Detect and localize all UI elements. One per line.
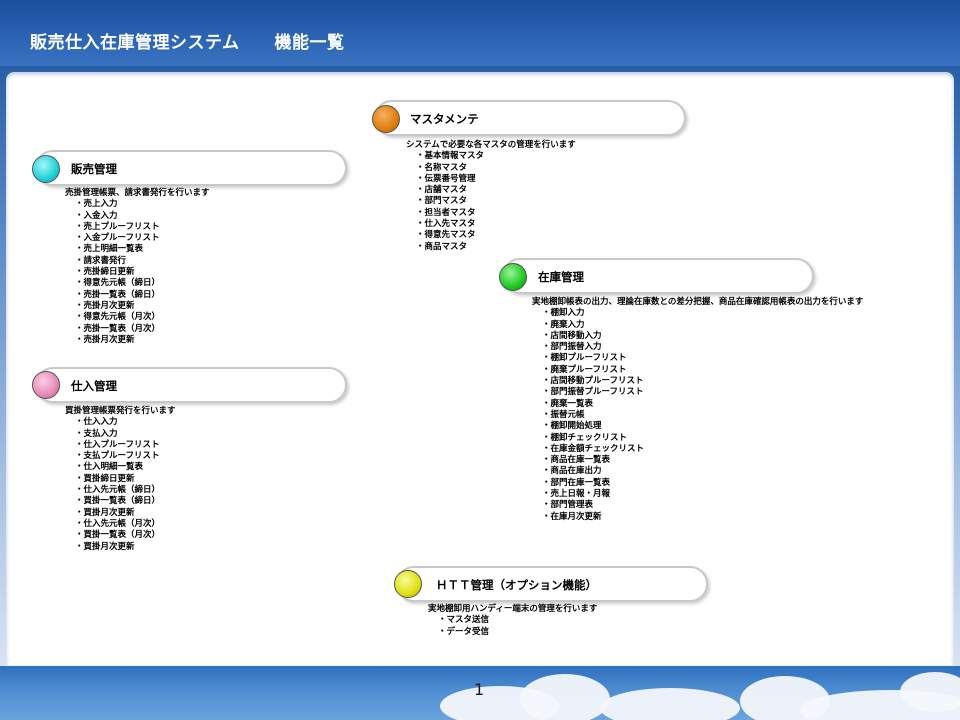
list-item: ・売上プルーフリスト: [75, 221, 160, 232]
list-item: ・店間移動プルーフリスト: [542, 376, 644, 387]
list-item: ・マスタ送信: [438, 615, 490, 626]
section-htt-title: ＨＴＴ管理（オプション機能）: [436, 578, 597, 592]
list-item: ・売掛月次更新: [75, 300, 135, 311]
list-item: ・商品マスタ: [416, 241, 468, 252]
list-item: ・仕入先元帳（月次）: [75, 518, 161, 529]
list-item: ・仕入入力: [75, 417, 118, 428]
list-item: ・仕入先マスタ: [416, 219, 476, 230]
section-shiire-title: 仕入管理: [71, 379, 117, 393]
shiire-circle-icon: [32, 371, 60, 399]
section-shiire-header: 仕入管理: [35, 367, 347, 403]
section-shiire-body: 買掛管理帳票発行を行います ・仕入入力 ・支払入力 ・仕入プルーフリスト ・支払…: [65, 406, 176, 553]
cloud-decoration: [900, 672, 960, 712]
list-item: ・入金プルーフリスト: [75, 233, 160, 244]
section-master-header: マスタメンテ: [374, 100, 686, 136]
section-master-title: マスタメンテ: [410, 112, 479, 126]
section-zaiko-header: 在庫管理: [502, 258, 814, 294]
list-item: ・振替元帳: [542, 409, 585, 420]
section-shiire-list: ・仕入入力 ・支払入力 ・仕入プルーフリスト ・支払プルーフリスト ・仕入明細一…: [65, 417, 176, 553]
list-item: ・買掛一覧表（締日）: [75, 496, 161, 507]
slide-title: 販売仕入在庫管理システム 機能一覧: [30, 33, 345, 53]
list-item: ・在庫月次更新: [542, 511, 602, 522]
list-item: ・担当者マスタ: [416, 207, 476, 218]
section-htt-header: ＨＴＴ管理（オプション機能）: [396, 566, 708, 602]
section-zaiko-body: 実地棚卸帳表の出力、理論在庫数との差分把握、商品在庫確認用帳表の出力を行います …: [532, 297, 863, 523]
section-hanbai-title: 販売管理: [71, 162, 117, 176]
list-item: ・売掛締日更新: [75, 267, 135, 278]
list-item: ・廃棄一覧表: [542, 398, 594, 409]
zaiko-circle-icon: [499, 263, 527, 291]
section-htt-list: ・マスタ送信 ・データ受信: [428, 615, 597, 638]
section-hanbai-list: ・売上入力 ・入金入力 ・売上プルーフリスト ・入金プルーフリスト ・売上明細一…: [65, 199, 210, 346]
list-item: ・棚卸チェックリスト: [542, 432, 628, 443]
list-item: ・入金入力: [75, 210, 118, 221]
list-item: ・得意先マスタ: [416, 230, 476, 241]
list-item: ・買掛月次更新: [75, 541, 135, 552]
list-item: ・仕入明細一覧表: [75, 462, 144, 473]
cloud-decoration: [600, 688, 740, 720]
list-item: ・在庫金額チェックリスト: [542, 443, 645, 454]
list-item: ・請求書発行: [75, 255, 127, 266]
section-zaiko-list: ・棚卸入力 ・廃棄入力 ・店間移動入力 ・部門振替入力 ・棚卸プルーフリスト ・…: [532, 308, 863, 523]
section-hanbai-description: 売掛管理帳票、請求書発行を行います: [65, 188, 210, 198]
list-item: ・売掛月次更新: [75, 334, 135, 345]
list-item: ・得意先元帳（月次）: [75, 312, 161, 323]
page-number: 1: [474, 680, 485, 699]
list-item: ・名称マスタ: [416, 162, 468, 173]
list-item: ・部門マスタ: [416, 196, 468, 207]
list-item: ・廃棄入力: [542, 319, 585, 330]
list-item: ・部門振替プルーフリスト: [542, 387, 644, 398]
section-master-list: ・基本情報マスタ ・名称マスタ ・伝票番号管理 ・店舗マスタ ・部門マスタ ・担…: [406, 151, 576, 253]
list-item: ・支払プルーフリスト: [75, 451, 160, 462]
list-item: ・買掛月次更新: [75, 507, 135, 518]
section-zaiko-title: 在庫管理: [538, 270, 584, 284]
cloud-decoration: [520, 674, 610, 720]
htt-circle-icon: [394, 570, 422, 598]
section-master-body: システムで必要な各マスタの管理を行います ・基本情報マスタ ・名称マスタ ・伝票…: [406, 140, 576, 253]
list-item: ・部門管理表: [542, 500, 594, 511]
list-item: ・買掛一覧表（月次）: [75, 530, 161, 541]
section-htt-description: 実地棚卸用ハンディー端末の管理を行います: [428, 604, 598, 614]
list-item: ・伝票番号管理: [416, 173, 476, 184]
list-item: ・基本情報マスタ: [416, 151, 485, 162]
list-item: ・廃棄プルーフリスト: [542, 364, 627, 375]
section-shiire-description: 買掛管理帳票発行を行います: [65, 406, 176, 416]
list-item: ・売上明細一覧表: [75, 244, 144, 255]
list-item: ・売上日報・月報: [542, 489, 611, 500]
footer-sky: [0, 666, 960, 720]
section-hanbai-body: 売掛管理帳票、請求書発行を行います ・売上入力 ・入金入力 ・売上プルーフリスト…: [65, 188, 210, 346]
list-item: ・得意先元帳（締日）: [75, 278, 161, 289]
list-item: ・棚卸プルーフリスト: [542, 353, 627, 364]
list-item: ・売掛一覧表（月次）: [75, 323, 161, 334]
list-item: ・部門在庫一覧表: [542, 477, 611, 488]
list-item: ・棚卸開始処理: [542, 421, 602, 432]
list-item: ・商品在庫一覧表: [542, 455, 611, 466]
list-item: ・店間移動入力: [542, 330, 602, 341]
list-item: ・買掛締日更新: [75, 473, 135, 484]
list-item: ・商品在庫出力: [542, 466, 602, 477]
list-item: ・データ受信: [438, 626, 490, 637]
section-master-description: システムで必要な各マスタの管理を行います: [406, 140, 576, 150]
list-item: ・売掛一覧表（締日）: [75, 289, 161, 300]
section-htt-body: 実地棚卸用ハンディー端末の管理を行います ・マスタ送信 ・データ受信: [428, 604, 597, 638]
list-item: ・売上入力: [75, 199, 118, 210]
slide-header: 販売仕入在庫管理システム 機能一覧: [0, 0, 960, 66]
section-zaiko-description: 実地棚卸帳表の出力、理論在庫数との差分把握、商品在庫確認用帳表の出力を行います: [532, 297, 864, 307]
list-item: ・仕入先元帳（締日）: [75, 485, 161, 496]
list-item: ・仕入プルーフリスト: [75, 439, 160, 450]
list-item: ・店舗マスタ: [416, 185, 468, 196]
section-hanbai-header: 販売管理: [35, 150, 347, 186]
list-item: ・棚卸入力: [542, 308, 585, 319]
hanbai-circle-icon: [32, 155, 60, 183]
list-item: ・支払入力: [75, 428, 118, 439]
list-item: ・部門振替入力: [542, 342, 602, 353]
master-circle-icon: [372, 105, 400, 133]
